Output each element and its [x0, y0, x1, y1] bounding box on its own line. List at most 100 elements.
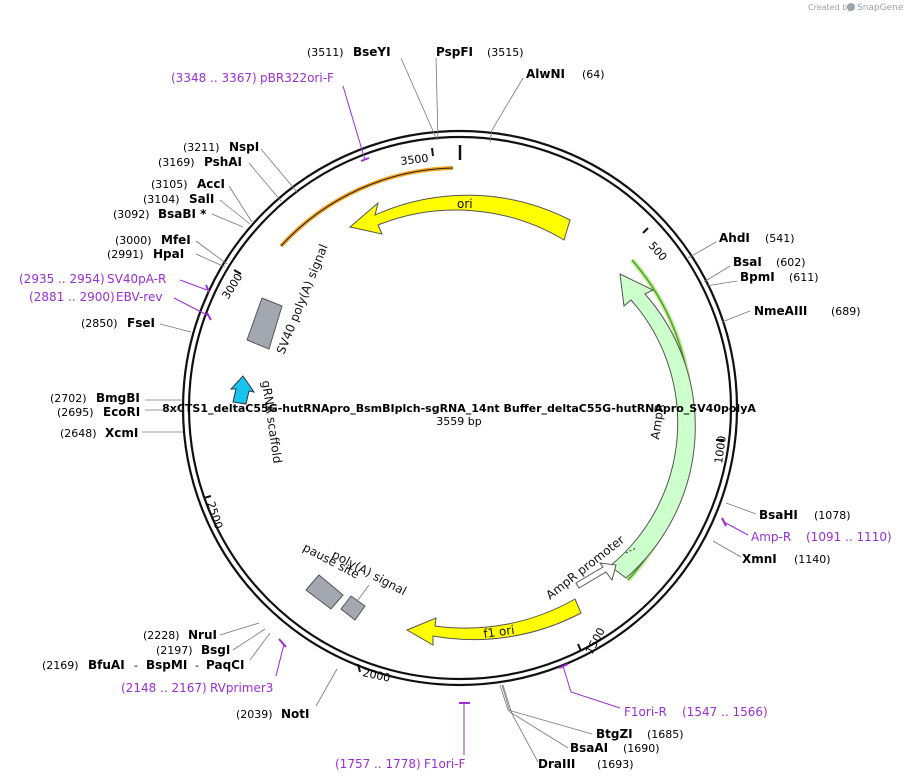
- tick-mark-1500: [577, 643, 582, 652]
- feature-grna-scaffold-arrow[interactable]: [229, 375, 256, 405]
- primer-mark-ebv-rev: [206, 312, 212, 321]
- tick-label-1000: 1000: [712, 435, 729, 465]
- site-name-nrui[interactable]: NruI: [188, 628, 217, 642]
- site-name-bsgi[interactable]: BsgI: [201, 643, 230, 657]
- site-name-btgzi[interactable]: BtgZI: [596, 727, 633, 741]
- site-name-noti[interactable]: NotI: [281, 707, 310, 721]
- backbone-outer-ring: [181, 129, 739, 687]
- site-name-fsei[interactable]: FseI: [127, 316, 155, 330]
- primer-leader-rvprimer3: [275, 643, 285, 677]
- site-pos-bsabi: (3092): [113, 208, 150, 221]
- site-pos-ahdi: (541): [765, 232, 795, 245]
- feature-sv40-polya-block[interactable]: [246, 297, 283, 350]
- site-name-sali[interactable]: SalI: [189, 192, 214, 206]
- primer-name-rvprimer3[interactable]: RVprimer3: [210, 681, 273, 695]
- site-name-xcmi[interactable]: XcmI: [105, 426, 138, 440]
- feature-pause-site-block[interactable]: [305, 574, 344, 610]
- site-pos-bmgbi: (2702): [50, 392, 87, 405]
- leader-pshai: [248, 162, 282, 202]
- primer-leader-ebv-rev: [173, 297, 210, 317]
- feature-sv40-polya-label: SV40 poly(A) signal: [274, 242, 331, 356]
- site-pos-nspi: (3211): [183, 141, 220, 154]
- primer-name-f1ori-f[interactable]: F1ori-F: [424, 757, 465, 771]
- snapgene-logo-icon: [847, 3, 855, 11]
- primer-range-sv40pa-r: (2935 .. 2954): [19, 272, 105, 286]
- site-name-pshai[interactable]: PshAI: [204, 155, 242, 169]
- site-name-ecori[interactable]: EcoRI: [103, 405, 140, 419]
- site-pos-xcmi: (2648): [60, 427, 97, 440]
- plasmid-name: 8xCTS1_deltaC55G-hutRNApro_BsmBIplch-sgR…: [162, 402, 756, 415]
- site-name-paqci[interactable]: PaqCI: [206, 658, 244, 672]
- site-name-ahdi[interactable]: AhdI: [719, 231, 750, 245]
- backbone-inner-ring: [187, 135, 733, 681]
- primer-range-rvprimer3: (2148 .. 2167): [121, 681, 207, 695]
- tick-mark-2500: [203, 495, 212, 499]
- primer-name-pbr322ori-f[interactable]: pBR322ori-F: [260, 71, 334, 85]
- leader-draiii: [502, 684, 539, 763]
- site-pos-alwni: (64): [582, 68, 605, 81]
- leader-mfei: [195, 240, 228, 265]
- ampr-gap-dots: [625, 547, 637, 554]
- credit-brand: SnapGene: [857, 3, 904, 13]
- site-name-bspmi[interactable]: BspMI: [146, 658, 187, 672]
- tick-label-1500: 1500: [583, 626, 608, 657]
- site-name-hpai[interactable]: HpaI: [153, 247, 184, 261]
- primer-name-f1ori-r[interactable]: F1ori-R: [624, 705, 667, 719]
- site-name-nmeaiii[interactable]: NmeAIII: [754, 304, 807, 318]
- feature-grna-scaffold-label: gRNA scaffold: [259, 379, 285, 464]
- primer-leader-f1ori-r: [562, 665, 621, 709]
- site-pos-nrui: (2228): [143, 629, 180, 642]
- site-pos-bfuai: (2169): [42, 659, 79, 672]
- site-pos-mfei: (3000): [115, 234, 152, 247]
- site-name-bsai[interactable]: BsaI: [733, 255, 762, 269]
- leader-bsgi: [232, 628, 266, 651]
- leader-bfuai: [249, 632, 271, 661]
- tick-label-2500: 2500: [204, 500, 225, 531]
- feature-polya-signal-block[interactable]: [340, 595, 366, 621]
- primer-range-f1ori-r: (1547 .. 1566): [682, 705, 768, 719]
- site-name-bpmi[interactable]: BpmI: [740, 270, 775, 284]
- feature-ampr-arrow[interactable]: [609, 273, 696, 579]
- site-name-draiii[interactable]: DraIII: [538, 757, 575, 771]
- leader-btgzi: [499, 684, 593, 735]
- site-pos-bsai: (602): [776, 256, 806, 269]
- site-name-pspfi[interactable]: PspFI: [436, 45, 473, 59]
- site-name-bfuai[interactable]: BfuAI: [88, 658, 125, 672]
- site-name-xmni[interactable]: XmnI: [742, 552, 777, 566]
- site-pos-bsgi: (2197): [156, 644, 193, 657]
- leader-pspfi: [435, 57, 439, 141]
- site-name-nspi[interactable]: NspI: [229, 140, 259, 154]
- feature-f1-ori-arrow[interactable]: [405, 598, 582, 646]
- site-pos-hpai: (2991): [107, 248, 144, 261]
- leader-noti: [315, 668, 338, 707]
- primer-range-ebv-rev: (2881 .. 2900): [29, 290, 115, 304]
- primer-range-amp-r: (1091 .. 1110): [806, 530, 892, 544]
- site-name-bmgbi[interactable]: BmgBI: [96, 391, 140, 405]
- site-pos-bsahi: (1078): [814, 509, 851, 522]
- tick-mark-2000: [357, 663, 361, 673]
- feature-f1-ori-label: f1 ori: [482, 623, 515, 641]
- site-name-bseyi[interactable]: BseYI: [353, 45, 391, 59]
- feature-ampr-promoter-arrow[interactable]: [575, 562, 617, 589]
- site-pos-ecori: (2695): [57, 406, 94, 419]
- ori-highlight-line: [280, 167, 454, 247]
- feature-ori-arrow[interactable]: [348, 194, 571, 241]
- site-name-bsaai[interactable]: BsaAI: [570, 741, 608, 755]
- site-name-alwni[interactable]: AlwNI: [526, 67, 565, 81]
- site-name-mfei[interactable]: MfeI: [161, 233, 191, 247]
- site-name-bsahi[interactable]: BsaHI: [759, 508, 798, 522]
- leader-bsabi: [211, 213, 244, 228]
- primer-name-amp-r[interactable]: Amp-R: [751, 530, 791, 544]
- leader-bseyi: [400, 57, 438, 141]
- leader-nspi: [260, 148, 298, 193]
- primer-mark-rvprimer3: [278, 638, 287, 648]
- tick-label-2000: 2000: [361, 666, 391, 685]
- site-name-bsabi[interactable]: BsaBI *: [158, 207, 207, 221]
- tick-mark-3500: [431, 147, 434, 157]
- site-name-acci[interactable]: AccI: [197, 177, 225, 191]
- primer-name-ebv-rev[interactable]: EBV-rev: [116, 290, 162, 304]
- leader-bpmi: [705, 280, 738, 287]
- primer-name-sv40pa-r[interactable]: SV40pA-R: [107, 272, 166, 286]
